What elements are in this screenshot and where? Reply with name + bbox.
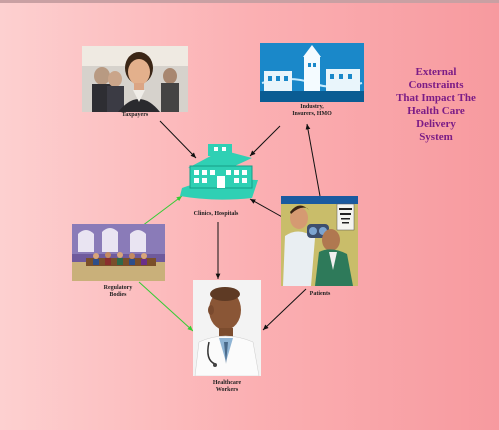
arrow-patients-to-industry (305, 123, 321, 197)
patients-photo (281, 196, 358, 286)
arrow-regulatory-to-clinics (141, 195, 183, 227)
slide-title: External Constraints That Impact The Hea… (388, 66, 484, 144)
title-line-3: That Impact The (396, 92, 476, 104)
patients-label: Patients (309, 291, 331, 297)
regulatory-bodies-photo (72, 224, 165, 281)
workers-label: Healthcare Workers (212, 380, 242, 393)
taxpayers-label: Taxpayers (121, 112, 149, 118)
title-line-2: Constraints (408, 79, 464, 91)
title-line-1: External (415, 66, 457, 78)
taxpayers-photo (82, 46, 188, 112)
healthcare-workers-photo (193, 280, 261, 376)
regulatory-label: Regulatory Bodies (103, 285, 133, 298)
arrow-patients-to-workers (262, 288, 307, 331)
arrow-taxpayers-to-clinics (159, 120, 197, 159)
clinics-hospital-icon (178, 140, 262, 206)
industry-label: Industry, Insurers, HMO (292, 104, 332, 117)
arrow-industry-to-clinics (249, 125, 281, 157)
clinics-label: Clinics, Hospitals (193, 211, 239, 217)
arrow-patients-to-clinics (249, 198, 285, 219)
title-line-5: Delivery (416, 118, 456, 130)
title-line-4: Health Care (407, 105, 465, 117)
arrow-regulatory-to-workers (138, 281, 194, 332)
top-border-line (0, 0, 499, 3)
title-line-6: System (419, 131, 453, 143)
industry-photo (260, 43, 364, 102)
